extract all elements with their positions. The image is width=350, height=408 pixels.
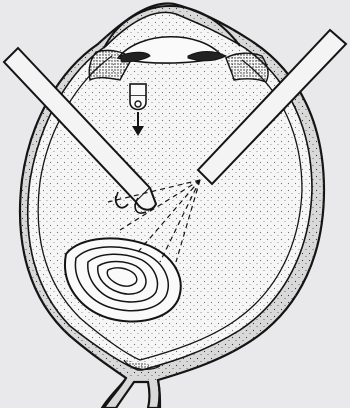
eye-surgery-diagram [0,0,350,408]
diagram-canvas [0,0,350,408]
